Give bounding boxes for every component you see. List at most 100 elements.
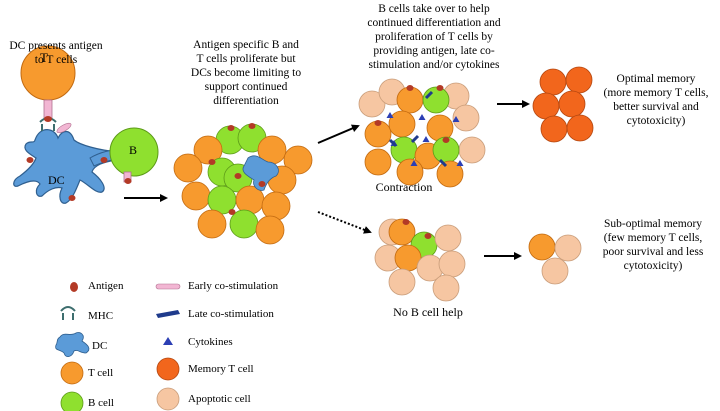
legend-t-cell-label: T cell [88,367,114,379]
memory-t-cell [566,114,594,142]
cytokine [456,160,464,166]
antigen [406,85,414,91]
apoptotic-cell [541,257,569,285]
t-cell [181,181,211,211]
stage2-proliferation-cluster [173,123,313,245]
late-costim [438,158,448,168]
step1-line-1: DC presents antigen [9,40,103,52]
step2-line-4: support continued [204,81,288,93]
optimal-memory-cells [532,66,594,143]
step3-caption: B cells take over to help continued diff… [352,2,516,72]
arrow-2 [317,124,360,144]
apoptotic-cell [358,90,386,118]
t-cell [193,135,223,165]
step1-line-2: to T cells [34,54,78,66]
legend-early-costim-icon [155,283,181,290]
step3-line-3: proliferation of T cells by [375,31,493,43]
legend-late-costim-label: Late co-stimulation [188,308,274,320]
antigen [227,125,235,131]
cytokine [418,114,426,120]
t-cell [388,110,416,138]
apoptotic-cell [388,268,416,296]
antigen [228,209,236,215]
arrow-3-dotted [317,211,372,234]
t-cell [364,148,392,176]
memory-t-cell [565,66,593,94]
tcr-stalk [43,99,53,119]
suboptimal-memory-caption: Sub-optimal memory (few memory T cells, … [586,217,720,273]
legend-mhc-icon [60,306,76,320]
legend-symbols [55,282,90,411]
apoptotic-cell [554,234,582,262]
step2-line-5: differentiation [213,95,279,107]
legend-memory-t-cell-label: Memory T cell [188,363,254,375]
legend-memory-t-cell-icon [156,357,180,381]
antigen-b [124,178,132,184]
antigen [234,173,242,179]
suboptimal-line-1: Sub-optimal memory [603,218,703,230]
legend-mhc-label: MHC [88,310,114,322]
suboptimal-line-2: (few memory T cells, [603,232,703,244]
step1-caption: DC presents antigen to T cells [0,39,112,67]
t-cell-letter: T [40,50,48,65]
b-cell [422,86,450,114]
antigen-dc-1 [44,116,52,122]
optimal-line-4: cytotoxicity) [626,115,686,127]
dc-in-cluster [242,155,279,191]
suboptimal-memory-cells [528,233,582,285]
antigen [258,181,266,187]
apoptotic-cell [434,224,462,252]
cytokine [422,136,430,142]
t-cell [283,145,313,175]
t-cell [197,209,227,239]
legend-b-cell-icon [60,391,84,411]
legend-early-costim-label: Early co-stimulation [188,280,279,292]
t-cell [388,218,416,246]
stage1-dc-presentation [13,45,159,204]
memory-t-cell [539,68,567,96]
memory-t-cell [540,115,568,143]
late-costim [388,138,398,148]
contraction-label: Contraction [375,180,433,194]
legend-antigen-icon [70,282,78,292]
antigen [424,233,432,239]
step2-line-1: Antigen specific B and [193,39,299,51]
t-cell [255,215,285,245]
legend-t-cell-icon [60,361,84,385]
legend-apoptotic-cell-icon [156,387,180,411]
step2-caption: Antigen specific B and T cells prolifera… [180,38,312,108]
legend-apoptotic-cell-label: Apoptotic cell [188,393,251,405]
step3-line-4: providing antigen, late co- [373,45,495,57]
t-cell [173,153,203,183]
antigen [442,137,450,143]
antigen [402,219,410,225]
step3-line-1: B cells take over to help [378,3,490,15]
memory-t-cell [558,90,586,118]
legend-b-cell-label: B cell [88,397,114,409]
optimal-line-1: Optimal memory [616,73,696,85]
cytokine [410,160,418,166]
late-costim [410,134,420,144]
apoptotic-cell [438,250,466,278]
suboptimal-line-3: poor survival and less [602,246,704,258]
apoptotic-cell [458,136,486,164]
suboptimal-line-4: cytotoxicity) [623,260,683,272]
antigen-dc-2 [26,157,34,163]
legend-cytokines-label: Cytokines [188,336,233,348]
step3-line-5: stimulation and/or cytokines [368,59,500,71]
optimal-line-3: better survival and [613,101,699,113]
step2-line-2: T cells proliferate but [196,53,296,65]
antigen [208,159,216,165]
antigen-dc-4 [100,157,108,163]
apoptotic-cell [432,274,460,302]
no-b-help-label: No B cell help [393,305,463,319]
cytokine [386,112,394,118]
legend-symbols-right [155,283,181,411]
t-cell [261,191,291,221]
antigen-dc-3 [68,195,76,201]
t-cell [528,233,556,261]
cytokine [452,116,460,122]
early-costim-dc [56,122,72,134]
b-cell [109,127,159,177]
optimal-line-2: (more memory T cells, [603,87,709,99]
